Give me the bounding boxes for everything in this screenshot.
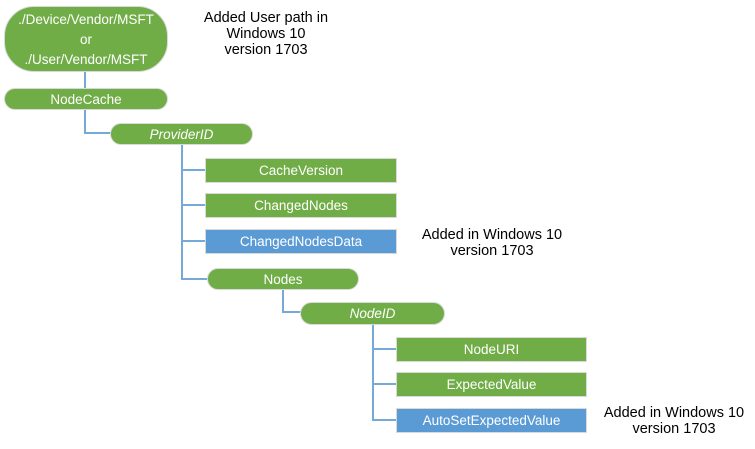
annotation-user-path-line2: Windows 10 [226, 26, 306, 42]
connector-providerid-trunk [181, 145, 183, 280]
connector-stub-nodeuri [372, 348, 397, 350]
connector-root-to-nodecache [84, 71, 86, 89]
annotation-user-path-line1: Added User path in [203, 10, 329, 26]
connector-stub-autosetexpectedvalue [372, 419, 397, 421]
connector-elbow-nodeid [282, 311, 301, 313]
annotation-autosetexpectedvalue-line1: Added in Windows 10 [603, 405, 745, 421]
root-path-user: ./User/Vendor/MSFT [24, 51, 148, 67]
connector-stub-cacheversion [181, 169, 206, 171]
node-expectedvalue: ExpectedValue [396, 372, 587, 397]
connector-elbow-nodes [181, 278, 208, 280]
connector-elbow-providerid [84, 132, 111, 134]
root-path-device: ./Device/Vendor/MSFT [18, 11, 154, 27]
annotation-user-path-line3: version 1703 [224, 42, 308, 58]
connector-nodecache-trunk [84, 110, 86, 134]
node-autosetexpectedvalue: AutoSetExpectedValue [396, 408, 587, 433]
connector-stub-expectedvalue [372, 383, 397, 385]
node-cacheversion: CacheVersion [205, 158, 397, 183]
connector-stub-changednodes [181, 204, 206, 206]
node-changednodesdata: ChangedNodesData [205, 229, 397, 254]
node-providerid: ProviderID [110, 123, 253, 145]
connector-nodes-trunk [282, 290, 284, 313]
node-nodes: Nodes [207, 268, 359, 290]
annotation-autosetexpectedvalue: Added in Windows 10 version 1703 [595, 405, 753, 437]
connector-nodeid-trunk [372, 325, 374, 421]
node-nodeuri: NodeURI [396, 337, 587, 362]
annotation-user-path: Added User path in Windows 10 version 17… [183, 10, 349, 58]
node-nodeid: NodeID [300, 302, 445, 325]
root-path-or: or [79, 31, 92, 47]
annotation-changednodesdata-line2: version 1703 [450, 243, 534, 259]
node-root-path: ./Device/Vendor/MSFT or ./User/Vendor/MS… [4, 6, 168, 72]
connector-stub-changednodesdata [181, 240, 206, 242]
annotation-changednodesdata-line1: Added in Windows 10 [421, 227, 563, 243]
node-changednodes: ChangedNodes [205, 193, 397, 218]
node-nodecache: NodeCache [4, 88, 168, 110]
annotation-changednodesdata: Added in Windows 10 version 1703 [406, 227, 578, 259]
annotation-autosetexpectedvalue-line2: version 1703 [632, 421, 716, 437]
